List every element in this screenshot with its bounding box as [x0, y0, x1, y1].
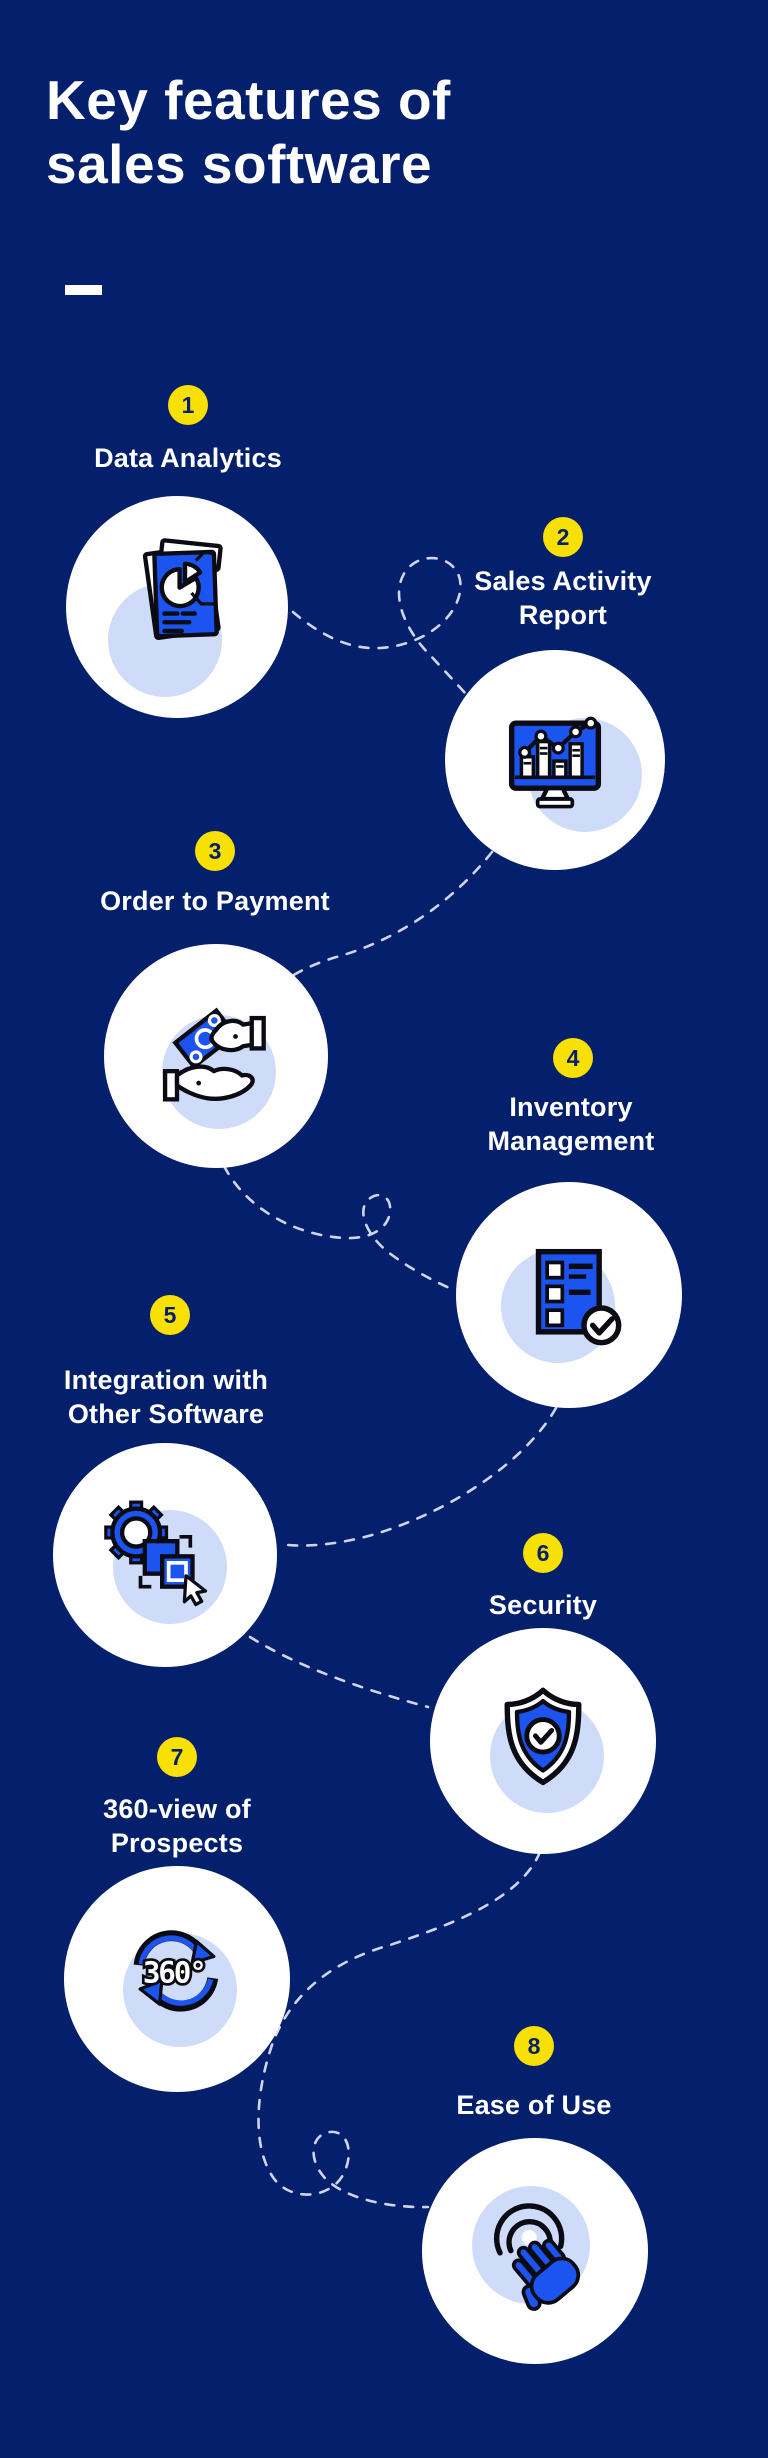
- feature-7-number-badge: 7: [157, 1737, 197, 1777]
- feature-3-icon-circle: [104, 944, 328, 1168]
- feature-7-label: 360-view of Prospects: [103, 1794, 251, 1859]
- feature-8-label: Ease of Use: [456, 2090, 612, 2120]
- bar-chart-monitor-icon: [508, 716, 602, 809]
- connector-2-3: [290, 850, 494, 978]
- report-pie-icon: [142, 538, 223, 641]
- feature-5-number-badge: 5: [150, 1295, 190, 1335]
- feature-3-number-badge: 3: [195, 831, 235, 871]
- feature-8-icon-circle: [422, 2138, 648, 2364]
- feature-2-icon-circle: [445, 650, 665, 870]
- svg-text:360°: 360°: [143, 1956, 205, 1990]
- feature-4-icon-circle: [456, 1182, 682, 1408]
- feature-2-number-badge: 2: [543, 517, 583, 557]
- title-underline-dash: [65, 285, 102, 295]
- connector-4-5: [278, 1406, 558, 1547]
- feature-6-number-badge: 6: [523, 1533, 563, 1573]
- 360-degree-arrows-icon: 360°: [133, 1930, 219, 2012]
- feature-5-icon-circle: [53, 1443, 277, 1667]
- feature-1-label: Data Analytics: [94, 443, 282, 473]
- feature-8-number-badge: 8: [514, 2026, 554, 2066]
- connector-3-4: [222, 1164, 458, 1293]
- feature-5-label: Integration with Other Software: [63, 1365, 269, 1430]
- connector-6-8: [257, 1850, 542, 2209]
- feature-4-number-badge: 4: [553, 1038, 593, 1078]
- page-title: Key features of sales software: [46, 69, 451, 196]
- feature-4-label: Inventory Management: [487, 1092, 655, 1157]
- hands-payment-icon: [162, 1007, 266, 1102]
- feature-7-icon-circle: 360°: [64, 1866, 290, 2092]
- feature-2-label: Sales Activity Report: [474, 566, 652, 631]
- feature-6-label: Security: [488, 1590, 598, 1620]
- shield-check-icon: [504, 1687, 582, 1786]
- tap-gesture-icon: [493, 2203, 581, 2311]
- connector-1-2: [291, 556, 468, 696]
- feature-6-icon-circle: [430, 1628, 656, 1854]
- feature-1-icon-circle: [66, 496, 288, 718]
- connector-5-6: [248, 1635, 430, 1709]
- feature-3-label: Order to Payment: [100, 886, 330, 916]
- checklist-check-icon: [535, 1248, 622, 1346]
- feature-1-number-badge: 1: [168, 385, 208, 425]
- gear-integration-icon: [104, 1500, 208, 1607]
